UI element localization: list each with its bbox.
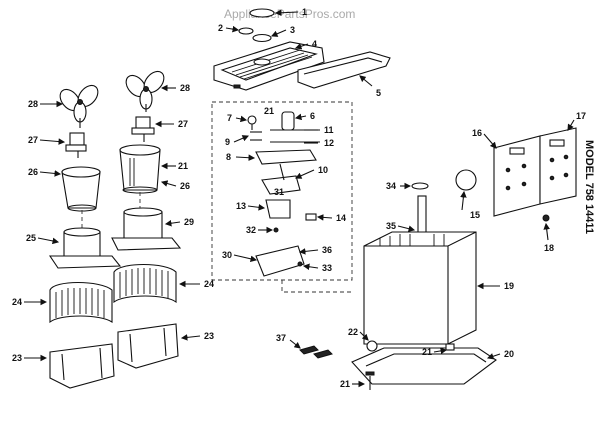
callout-13: 13 [236, 201, 246, 211]
callout-17: 17 [576, 111, 586, 121]
callout-19: 19 [504, 281, 514, 291]
part-23-tray-left [49, 343, 115, 389]
main-tank [351, 182, 497, 390]
callout-27-left: 27 [28, 135, 38, 145]
part-15-ring [455, 169, 477, 191]
part-21-housing-right [119, 149, 161, 191]
callout-10: 10 [318, 165, 328, 175]
callout-23-right: 23 [204, 331, 214, 341]
callout-35: 35 [386, 221, 396, 231]
callout-27-right: 27 [178, 119, 188, 129]
part-19-tank [363, 231, 477, 345]
left-stack [48, 207, 182, 389]
part-23-tray-right [117, 323, 179, 369]
callout-37: 37 [276, 333, 286, 343]
callout-28-right: 28 [180, 83, 190, 93]
callout-7: 7 [227, 113, 232, 123]
part-18-plug [542, 214, 550, 222]
callout-1: 1 [302, 7, 307, 17]
callout-14: 14 [336, 213, 346, 223]
callout-8: 8 [226, 152, 231, 162]
callout-21-screw: 21 [340, 379, 350, 389]
callout-26-right: 26 [180, 181, 190, 191]
part-8-switch-board [255, 149, 317, 165]
callout-34: 34 [386, 181, 396, 191]
callout-29: 29 [184, 217, 194, 227]
callout-2: 2 [218, 23, 223, 33]
part-27-motor-left [69, 132, 85, 146]
side-panels [299, 127, 577, 359]
part-13-bracket [265, 199, 291, 219]
callout-4: 4 [312, 39, 317, 49]
part-17-panel [539, 127, 577, 205]
part-2-disc [238, 27, 254, 35]
model-side-text: MODEL 758 14411 [583, 140, 595, 234]
callout-11: 11 [324, 125, 334, 135]
callout-25: 25 [26, 233, 36, 243]
callout-5: 5 [376, 88, 381, 98]
callout-15: 15 [470, 210, 480, 220]
callout-31: 31 [274, 187, 284, 197]
control-assembly [211, 101, 353, 293]
callout-24-left: 24 [12, 297, 22, 307]
callout-16: 16 [472, 128, 482, 138]
callout-12: 12 [324, 138, 334, 148]
part-22-wheel [366, 340, 378, 352]
callout-9: 9 [225, 137, 230, 147]
part-7-knob [247, 115, 257, 125]
callout-22: 22 [348, 327, 358, 337]
lid-assembly [213, 8, 391, 91]
part-5-tray [297, 51, 391, 89]
callout-33: 33 [322, 263, 332, 273]
callout-18: 18 [544, 243, 554, 253]
callout-3: 3 [290, 25, 295, 35]
leader-lines [24, 9, 575, 388]
callout-21-clip: 21 [422, 347, 432, 357]
callout-23-left: 23 [12, 353, 22, 363]
callout-6: 6 [310, 111, 315, 121]
part-24-filter-right [113, 264, 177, 304]
part-3-disc [252, 33, 272, 43]
callout-28-left: 28 [28, 99, 38, 109]
callout-36: 36 [322, 245, 332, 255]
callout-30: 30 [222, 250, 232, 260]
part-1-cap [249, 8, 275, 18]
watermark-text: AppliancePartsPros.com [224, 7, 355, 21]
assembly-boundary [211, 101, 353, 281]
callout-labels: 1 2 3 4 5 6 7 8 9 10 11 12 13 14 15 16 1… [12, 7, 586, 389]
callout-21-top: 21 [264, 106, 274, 116]
part-34-cap [411, 182, 429, 190]
part-30-tray [255, 245, 305, 277]
part-6-connector [281, 111, 295, 131]
part-24-filter-left [49, 282, 113, 324]
callout-32: 32 [246, 225, 256, 235]
part-37-feet [299, 345, 319, 355]
callout-24-right: 24 [204, 279, 214, 289]
fan-group-left [59, 70, 165, 228]
callout-26-left: 26 [28, 167, 38, 177]
callout-20: 20 [504, 349, 514, 359]
callout-21-housing: 21 [178, 161, 188, 171]
